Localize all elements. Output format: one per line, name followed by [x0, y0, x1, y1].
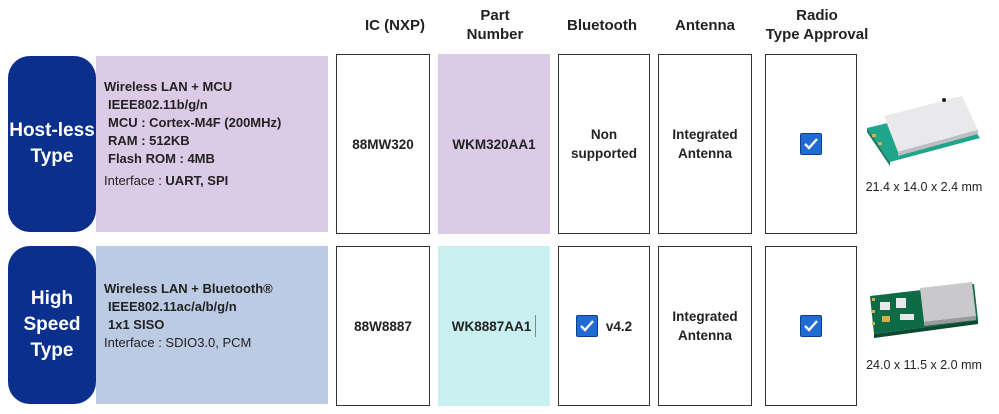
check-icon [800, 133, 822, 155]
type-label-high-speed: High Speed Type [8, 246, 96, 404]
bluetooth-version: v4.2 [605, 318, 633, 334]
part-number-value: WKM320AA1 [452, 136, 536, 152]
ic-cell-high-speed: 88W8887 [336, 246, 430, 406]
antenna-cell-host-less: Integrated Antenna [658, 54, 752, 234]
antenna-line: Integrated [672, 127, 738, 142]
check-icon [575, 315, 598, 337]
dimensions-high-speed: 24.0 x 11.5 x 2.0 mm [866, 358, 982, 372]
spec-interface-value: UART, SPI [165, 173, 229, 188]
spec-interface-label: Interface : [104, 173, 166, 188]
spec-line: IEEE802.11ac/a/b/g/n [108, 299, 237, 314]
spec-box-high-speed: Wireless LAN + Bluetooth® IEEE802.11ac/a… [96, 246, 328, 404]
header-radio-line1: Radio [796, 7, 838, 24]
part-number-value: WK8887AA1 [451, 318, 532, 334]
header-part-number: Part Number [440, 6, 550, 44]
antenna-line: Integrated [672, 309, 738, 324]
module-image-icon [867, 96, 980, 166]
spec-title: Wireless LAN + Bluetooth® [104, 281, 273, 296]
check-icon [800, 315, 822, 337]
header-radio-line2: Type Approval [765, 26, 869, 43]
type-label-line: Type [30, 146, 74, 167]
ic-value: 88W8887 [354, 318, 412, 334]
type-label-line: Speed [23, 314, 81, 335]
ic-value: 88MW320 [352, 136, 414, 152]
spec-interface: Interface : UART, SPI [104, 172, 328, 190]
header-radio-type-approval: Radio Type Approval [757, 6, 877, 44]
type-label-line: Host-less [9, 120, 95, 141]
spec-line: RAM : 512KB [108, 133, 190, 148]
spec-line: 1x1 SISO [108, 317, 165, 332]
header-bluetooth: Bluetooth [567, 17, 637, 34]
dimensions-host-less: 21.4 x 14.0 x 2.4 mm [865, 180, 983, 194]
type-label-host-less: Host-less Type [8, 56, 96, 232]
part-number-cell-high-speed: WK8887AA1 [438, 246, 550, 406]
radio-approval-cell-host-less [765, 54, 857, 234]
antenna-line: Antenna [678, 328, 732, 343]
type-label-line: High [30, 288, 74, 309]
spec-line: MCU : Cortex-M4F (200MHz) [108, 115, 282, 130]
antenna-cell-high-speed: Integrated Antenna [658, 246, 752, 406]
bluetooth-cell-host-less: Non supported [558, 54, 650, 234]
type-label-line: Type [30, 340, 74, 361]
bluetooth-line: Non [590, 127, 618, 142]
bluetooth-cell-high-speed: v4.2 [558, 246, 650, 406]
radio-approval-cell-high-speed [765, 246, 857, 406]
module-image-icon [870, 282, 978, 338]
header-part-line1: Part [480, 7, 510, 24]
bluetooth-line: supported [571, 146, 637, 161]
antenna-line: Antenna [678, 146, 732, 161]
spec-interface: Interface : SDIO3.0, PCM [104, 335, 252, 350]
header-antenna: Antenna [675, 17, 735, 34]
spec-box-host-less: Wireless LAN + MCU IEEE802.11b/g/n MCU :… [96, 56, 328, 232]
ic-cell-host-less: 88MW320 [336, 54, 430, 234]
header-ic: IC (NXP) [365, 17, 425, 34]
spec-line: IEEE802.11b/g/n [108, 97, 208, 112]
spec-line: Flash ROM : 4MB [108, 151, 215, 166]
text-cursor-icon [535, 315, 537, 337]
part-number-cell-host-less: WKM320AA1 [438, 54, 550, 234]
spec-title: Wireless LAN + MCU [104, 79, 233, 94]
header-part-line2: Number [466, 26, 524, 43]
